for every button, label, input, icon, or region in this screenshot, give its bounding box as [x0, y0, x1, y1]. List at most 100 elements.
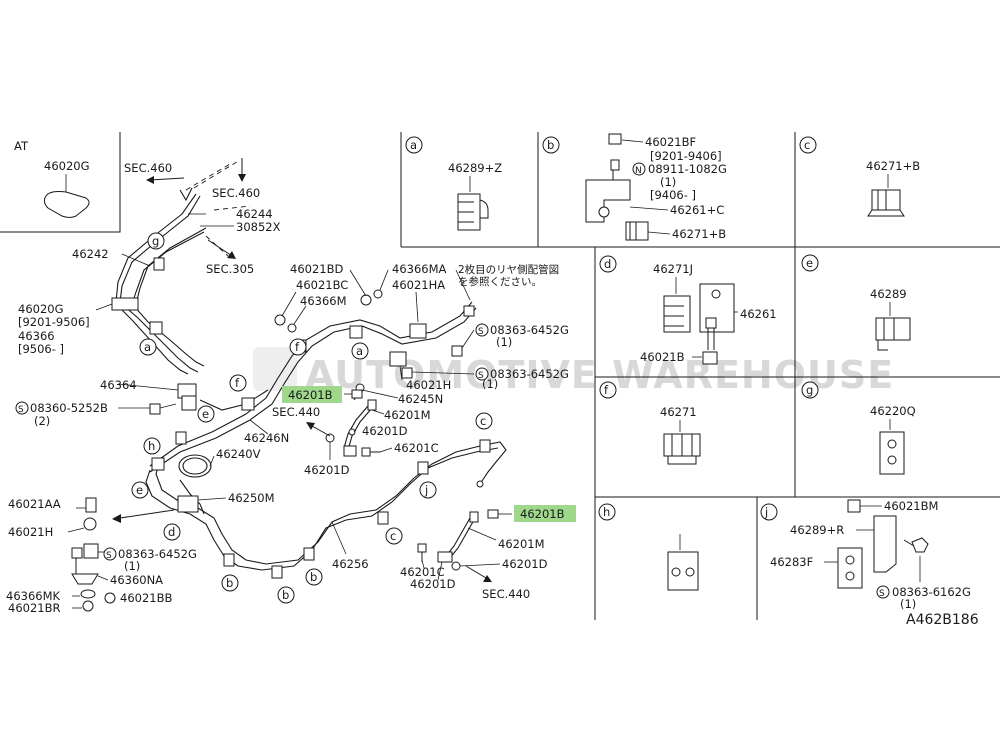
label-sec440-b: SEC.440 [482, 587, 530, 601]
clamp-icon [153, 257, 165, 271]
part-46289r: 46289+R [790, 523, 844, 537]
clip-46020g-icon [43, 191, 90, 218]
label-46201d-c: 46201D [502, 557, 548, 571]
nut-46201d-icon [325, 433, 335, 443]
callout-circle-f [229, 374, 247, 392]
panel-g: g 46220Q [801, 381, 916, 475]
callout-circle-e [131, 481, 149, 499]
callout-letter: j [424, 483, 428, 497]
arrow-sec460b-icon [238, 174, 246, 182]
arrow-sec305-icon [227, 251, 236, 259]
clip-46271-icon [663, 433, 701, 465]
arrow-sec440b-icon [483, 575, 492, 582]
bracket-46201d-icon [437, 551, 453, 563]
s-symbol: S [106, 551, 112, 561]
clamp-icon [241, 397, 255, 411]
leader [411, 371, 475, 375]
panel-letter: g [806, 383, 813, 397]
label-46246n: 46246N [244, 431, 289, 445]
arrow-sec460-icon [146, 176, 154, 184]
label-46364: 46364 [100, 378, 137, 392]
label-46201m-a: 46201M [384, 408, 431, 422]
grommet-hole [887, 439, 897, 449]
label-46256: 46256 [332, 557, 369, 571]
washer-46201d-icon [348, 428, 356, 436]
leader [461, 329, 475, 349]
label-46021ha: 46021HA [392, 278, 445, 292]
bolt-08363-a-icon [451, 345, 463, 357]
panel-letter-circle [405, 136, 423, 154]
panel-letter-circle [801, 381, 819, 399]
label-08363-6452g-c: 08363-6452G [118, 547, 197, 561]
callout-letter: e [136, 483, 143, 497]
part-08363-6162g: 08363-6162G [892, 585, 971, 599]
pipe-46242b [115, 193, 197, 303]
s-symbols: S S S S [15, 323, 489, 561]
part-46261c: 46261+C [670, 203, 724, 217]
callout-circle-d [163, 523, 181, 541]
callout-circle-c [385, 527, 403, 545]
pipe-cross [199, 389, 269, 411]
panel-letter: e [806, 256, 813, 270]
callout-letter: e [202, 407, 209, 421]
pipe-end [179, 187, 193, 202]
panel-j: j 46021BM 46289+R 46283F S 08363-6162G (… [760, 499, 971, 611]
s-symbol: S [879, 589, 885, 599]
grommet-46220q-icon [879, 431, 905, 475]
label-46250m: 46250M [228, 491, 275, 505]
callout-circle-b [277, 586, 295, 604]
callout-letter: f [235, 376, 240, 390]
grommet-hole [887, 455, 897, 465]
callout-letter: b [282, 588, 289, 602]
bolt-08363-icon [71, 547, 83, 576]
panel-c: c 46271+B [799, 136, 920, 217]
at-part-46020g: 46020G [44, 159, 90, 173]
clamp-icon [149, 321, 163, 335]
callout-circle-j [419, 481, 437, 499]
label-sec305: SEC.305 [206, 262, 254, 276]
panel-h: h [598, 503, 699, 591]
at-box: AT 46020G [0, 132, 121, 233]
clip-hole [685, 567, 695, 577]
leader [121, 253, 151, 267]
clip-46271j-icon [663, 295, 691, 333]
nut-46021bd-icon [360, 294, 372, 306]
label-46366ma: 46366MA [392, 262, 447, 276]
panel-letter: h [603, 505, 610, 519]
s-symbol-icon [15, 401, 29, 415]
clamp-icon [271, 565, 283, 579]
hose-fitting-icon [367, 399, 377, 411]
label-sec460-b: SEC.460 [212, 186, 260, 200]
junction-46250m-icon [177, 495, 199, 513]
leader [371, 409, 385, 415]
label-46201d-d: 46201D [410, 577, 456, 591]
hose-46201m-rear [445, 517, 471, 557]
leader [437, 561, 443, 581]
label-30852x: 30852X [236, 220, 281, 234]
panel-letter-circle [599, 381, 617, 399]
panel-letter-circle [598, 503, 616, 521]
callout-circle-g [147, 232, 165, 250]
part-46021b: 46021B [640, 350, 685, 364]
note-jp-line2: を参照ください。 [458, 275, 542, 288]
part-46220q: 46220Q [870, 404, 916, 418]
pipe-to-46366c [133, 305, 205, 367]
s-symbol: S [478, 371, 484, 381]
label-46366-date: [9506- ] [18, 342, 64, 356]
panel-letter: d [604, 257, 611, 271]
arrow-sec460-line [149, 177, 185, 181]
s-symbol-icon [103, 547, 117, 561]
leader [353, 429, 357, 433]
label-46201c-b: 46201C [400, 565, 445, 579]
grommet-46283f-icon [837, 547, 863, 589]
leader [621, 139, 644, 143]
label-46021br: 46021BR [8, 601, 60, 615]
part-46021bm: 46021BM [884, 499, 938, 513]
qty: (1) [900, 597, 916, 611]
part-46289z: 46289+Z [448, 161, 502, 175]
stud-icon [610, 159, 620, 182]
leader [249, 419, 269, 435]
dash-guide [193, 159, 241, 189]
leader [467, 527, 497, 541]
nut-46021bf-icon [608, 133, 622, 145]
